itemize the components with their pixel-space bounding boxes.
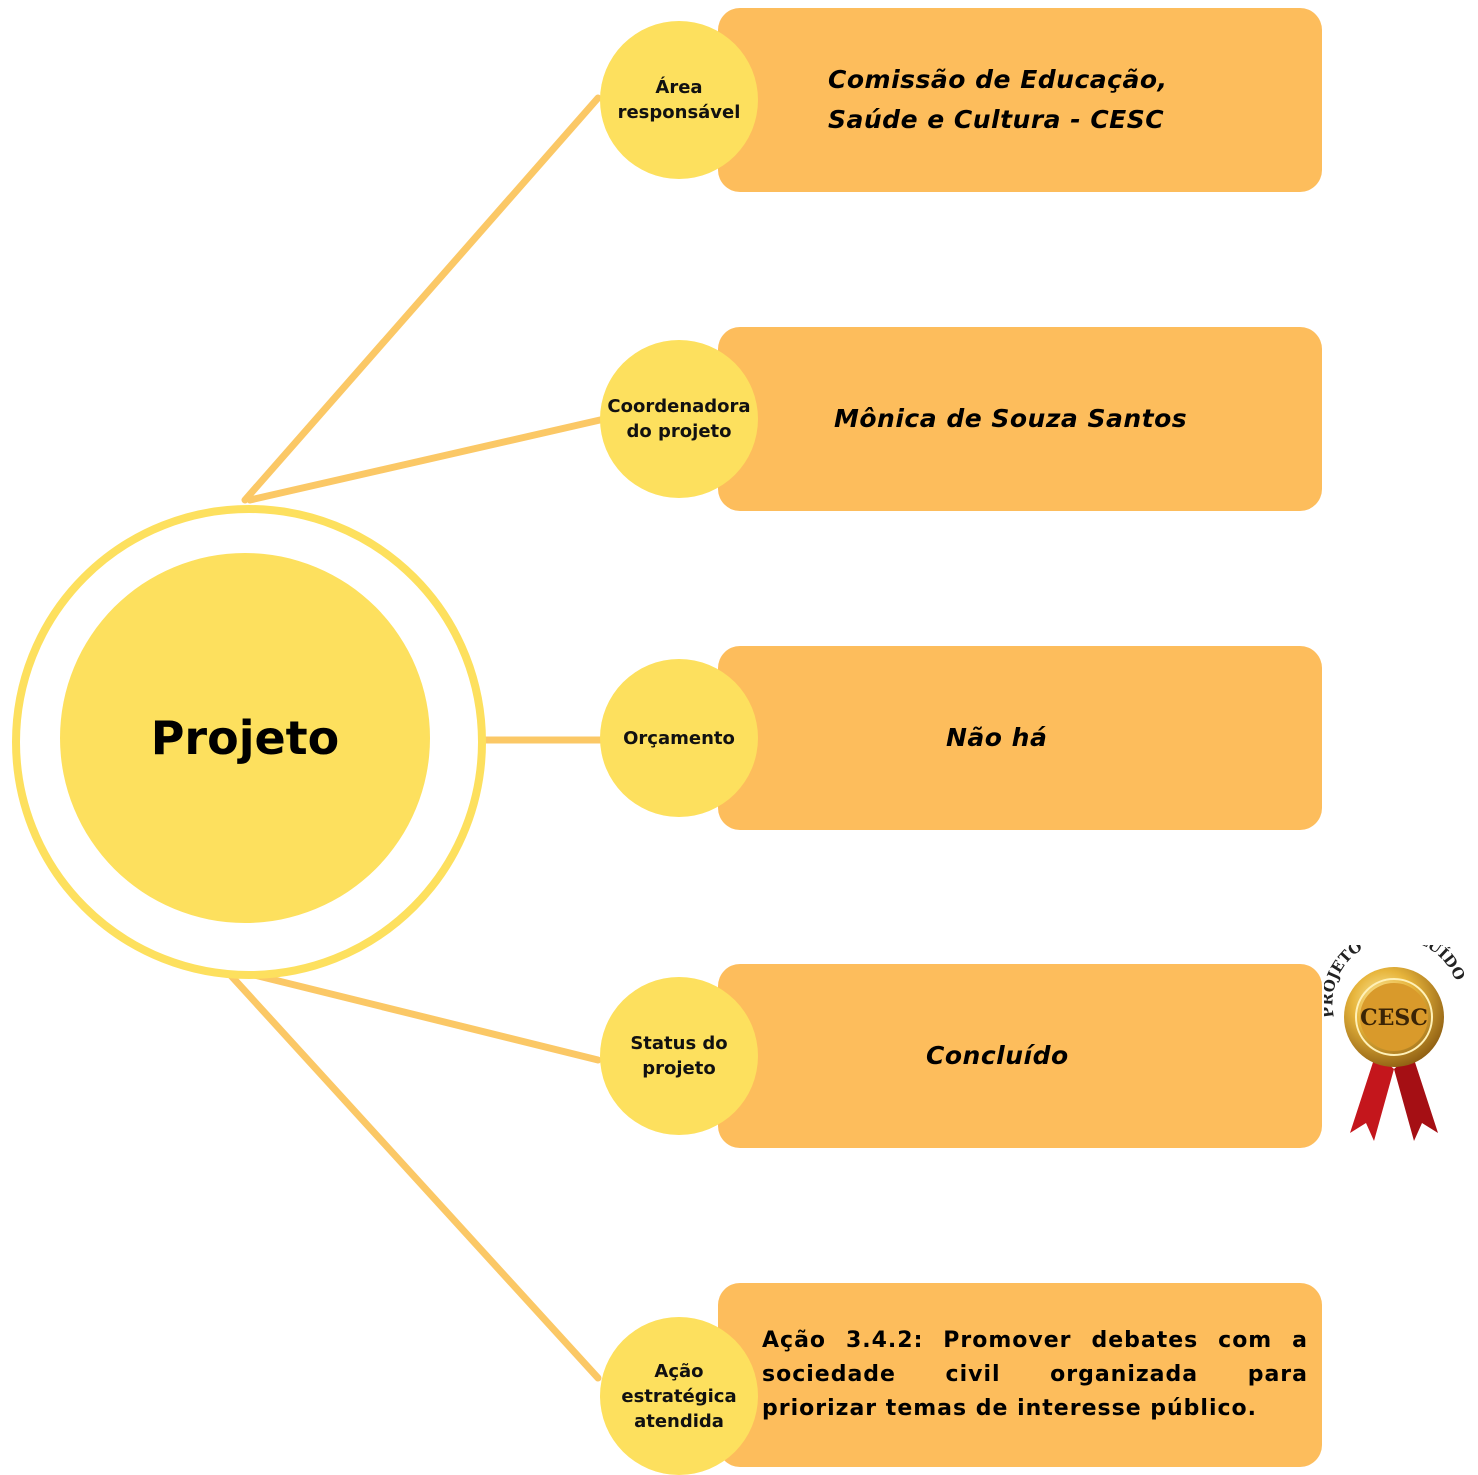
connector-line-area bbox=[241, 94, 602, 504]
value-card-coordenadora: Mônica de Souza Santos bbox=[718, 327, 1322, 511]
row-area-responsavel: Comissão de Educação, Saúde e Cultura - … bbox=[0, 8, 1478, 192]
connector-line-coordenadora bbox=[246, 416, 604, 504]
label-orcamento: Orçamento bbox=[623, 727, 735, 749]
value-orcamento: Não há bbox=[946, 723, 1048, 752]
value-card-status: Concluído bbox=[718, 964, 1322, 1148]
value-card-acao: Ação 3.4.2: Promover debates com a socie… bbox=[718, 1283, 1322, 1467]
label-status: Status do projeto bbox=[630, 1033, 728, 1079]
bubble-acao-estrategica: Ação estratégica atendida bbox=[600, 1317, 758, 1475]
bubble-area-responsavel: Área responsável bbox=[600, 21, 758, 179]
seal-center-text: CESC bbox=[1360, 1005, 1428, 1031]
row-status: Concluído Status do projeto bbox=[0, 964, 1478, 1148]
main-node-label: Projeto bbox=[150, 711, 340, 765]
value-coordenadora: Mônica de Souza Santos bbox=[834, 404, 1188, 433]
bubble-status: Status do projeto bbox=[600, 977, 758, 1135]
value-area-responsavel: Comissão de Educação, Saúde e Cultura - … bbox=[828, 65, 1168, 134]
label-acao-estrategica: Ação estratégica atendida bbox=[621, 1360, 737, 1432]
projeto-concluido-seal-icon: PROJETO CONCLUÍDO CESC bbox=[1324, 945, 1464, 1141]
value-card-area: Comissão de Educação, Saúde e Cultura - … bbox=[718, 8, 1322, 192]
value-acao-estrategica: Ação 3.4.2: Promover debates com a socie… bbox=[762, 1328, 1308, 1421]
value-card-orcamento: Não há bbox=[718, 646, 1322, 830]
label-coordenadora: Coordenadora do projeto bbox=[607, 396, 751, 442]
row-acao-estrategica: Ação 3.4.2: Promover debates com a socie… bbox=[0, 1283, 1478, 1475]
row-coordenadora: Mônica de Souza Santos Coordenadora do p… bbox=[0, 327, 1478, 511]
value-status: Concluído bbox=[926, 1041, 1069, 1070]
connector-line-status bbox=[222, 964, 602, 1064]
connector-line-acao bbox=[220, 964, 602, 1382]
bubble-orcamento: Orçamento bbox=[600, 659, 758, 817]
label-area-responsavel: Área responsável bbox=[617, 77, 741, 123]
row-orcamento: Não há Orçamento bbox=[0, 646, 1478, 830]
main-node: Projeto bbox=[60, 553, 430, 923]
bubble-coordenadora: Coordenadora do projeto bbox=[600, 340, 758, 498]
